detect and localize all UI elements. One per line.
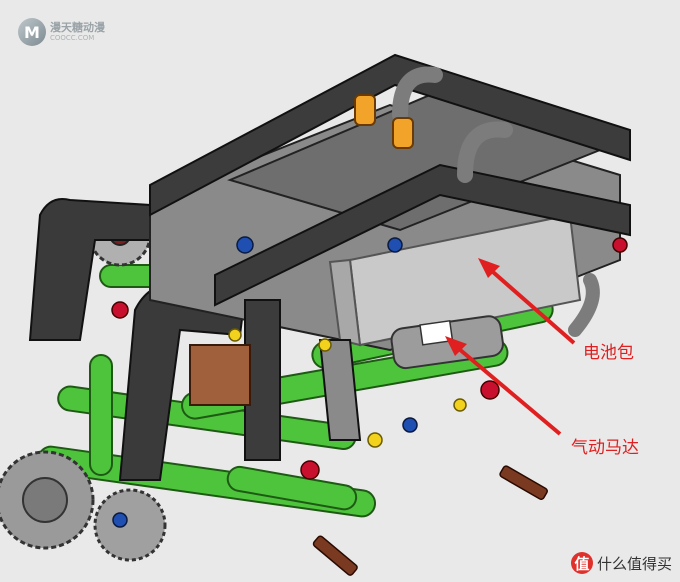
top-beams: [149, 53, 631, 461]
gearbox: [189, 344, 251, 406]
pneumatic-tubes: [354, 66, 600, 337]
watermark-top: M 漫天糖动漫 COOCC.COM: [18, 18, 105, 46]
motor-arrow: [450, 341, 562, 436]
pneumatic-motor: [390, 315, 504, 370]
battery-arrowhead: [478, 258, 500, 278]
battery-pack: [328, 213, 582, 347]
motor-arrowhead: [445, 336, 467, 356]
watermark-name: 漫天糖动漫: [50, 21, 105, 34]
side-frames: [28, 198, 247, 481]
pins: [111, 236, 628, 528]
watermark-site: COOCC.COM: [50, 34, 95, 42]
axles: [312, 465, 548, 576]
battery-label: 电池包: [583, 343, 634, 363]
annotation-arrows: [445, 258, 576, 436]
motor-label: 气动马达: [571, 438, 639, 458]
watermark-text: 漫天糖动漫 COOCC.COM: [50, 22, 105, 42]
watermark-logo-icon: M: [18, 18, 46, 46]
watermark-bottom: 值 什么值得买: [570, 552, 672, 574]
watermark-bottom-logo-icon: 值: [570, 552, 593, 574]
watermark-bottom-text: 什么值得买: [596, 554, 672, 573]
gear-wheels: [0, 203, 167, 562]
battery-arrow: [483, 263, 576, 345]
